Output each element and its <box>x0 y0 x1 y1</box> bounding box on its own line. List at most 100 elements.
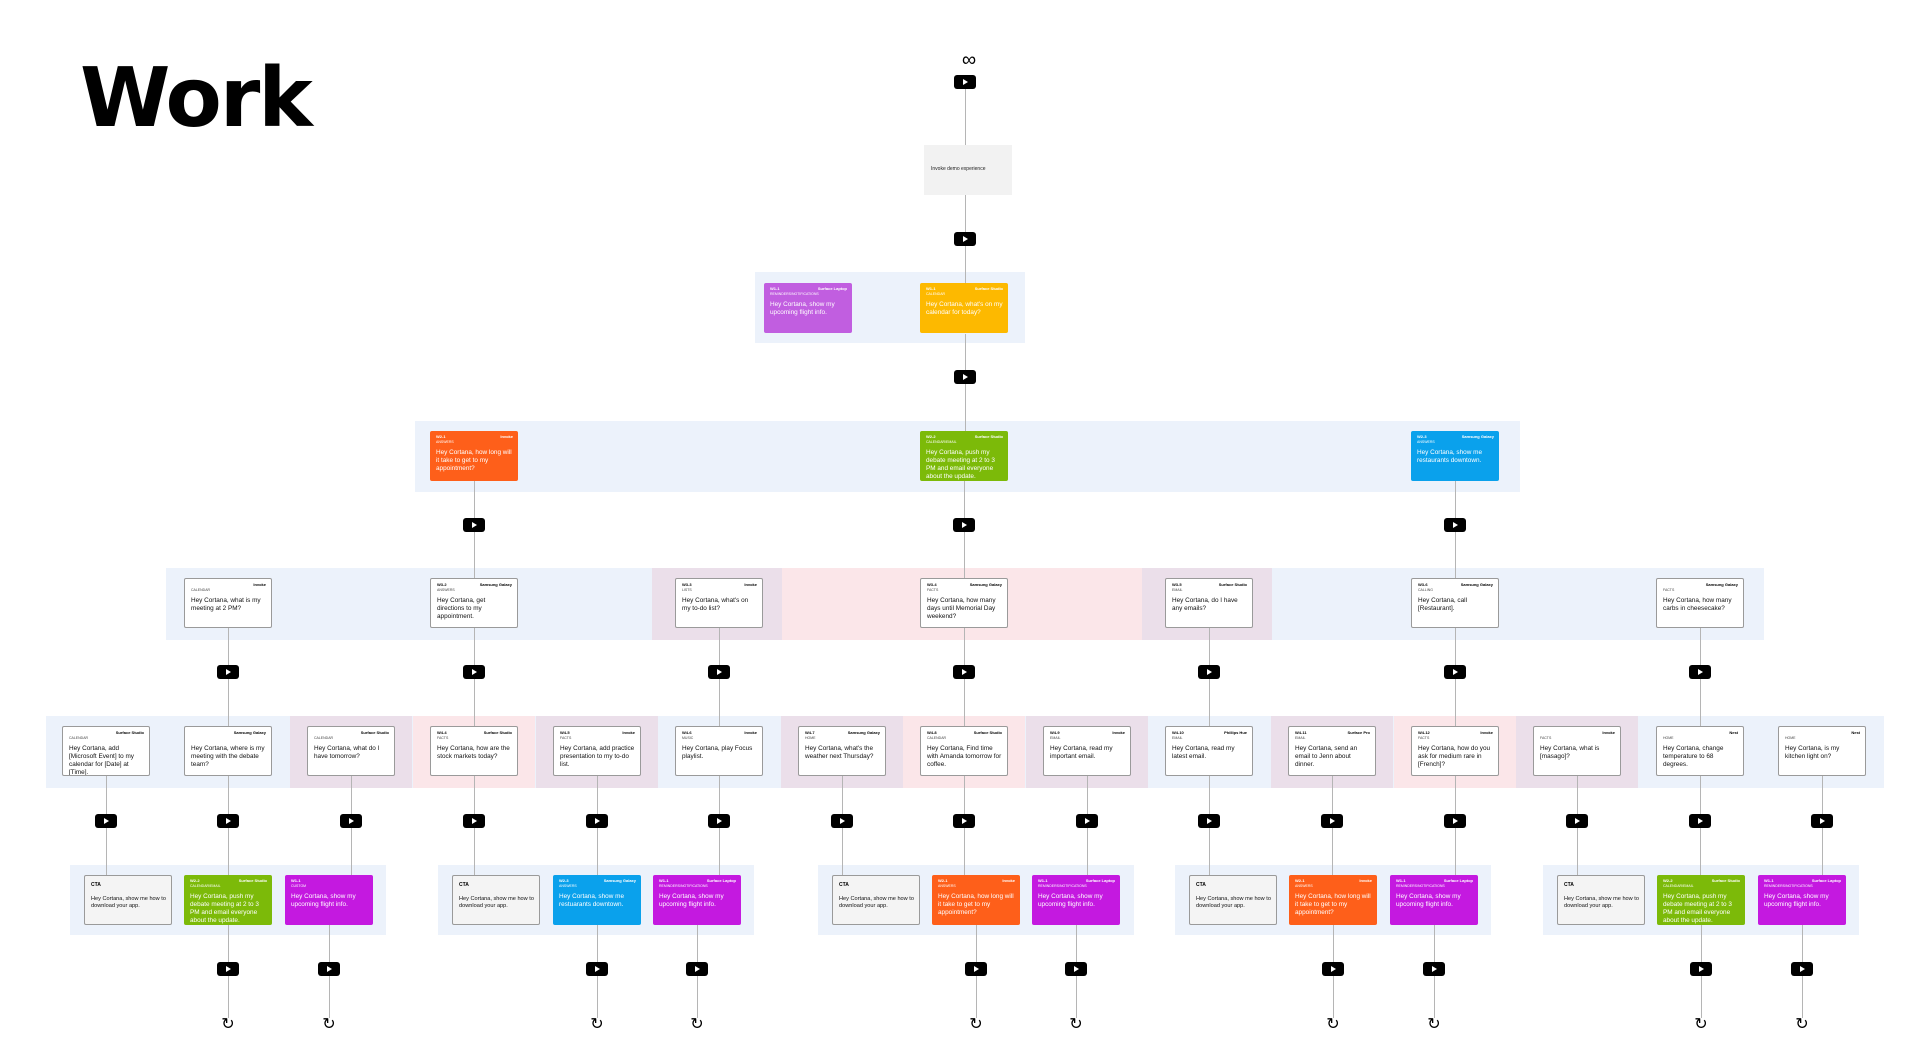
play-icon[interactable] <box>1689 814 1711 828</box>
card-utterance: Hey Cortana, what's the weather next Thu… <box>805 745 874 760</box>
play-icon[interactable] <box>586 962 608 976</box>
card-id: W1-1 <box>1396 878 1406 883</box>
replay-icon: ↻ <box>1069 1016 1083 1033</box>
play-icon[interactable] <box>954 232 976 246</box>
play-icon[interactable] <box>954 370 976 384</box>
card-utterance: Hey Cortana, add practice presentation t… <box>560 745 635 768</box>
card-device: Surface Studio <box>483 730 512 735</box>
intro-card: Invoke demo experience <box>924 145 1012 195</box>
play-icon[interactable] <box>708 665 730 679</box>
play-icon[interactable] <box>1444 518 1466 532</box>
play-icon[interactable] <box>1321 814 1343 828</box>
play-icon[interactable] <box>953 518 975 532</box>
card-utterance: Hey Cortana, what is [masago]? <box>1540 745 1600 760</box>
play-icon[interactable] <box>1198 665 1220 679</box>
card-category: ANSWERS <box>436 440 454 444</box>
play-icon[interactable] <box>340 814 362 828</box>
card-utterance: Hey Cortana, change temperature to 68 de… <box>1663 745 1724 768</box>
card-category: REMINDERS/NOTIFICATIONS <box>770 292 819 296</box>
card-device: Invoke <box>1480 730 1493 735</box>
card-id: W1-1 <box>659 878 669 883</box>
play-icon[interactable] <box>1076 814 1098 828</box>
card-utterance: Hey Cortana, where is my meeting with th… <box>191 745 265 768</box>
card-utterance: Hey Cortana, show me restaurants downtow… <box>1417 449 1482 464</box>
card-device: Surface Laptop <box>1085 878 1115 883</box>
play-icon[interactable] <box>686 962 708 976</box>
card-device: Surface Studio <box>1711 878 1740 883</box>
play-icon[interactable] <box>954 75 976 89</box>
play-icon[interactable] <box>1689 665 1711 679</box>
card-id: W4-7 <box>805 730 815 735</box>
card-utterance: Hey Cortana, read my important email. <box>1050 745 1113 760</box>
play-icon[interactable] <box>1198 814 1220 828</box>
play-icon[interactable] <box>217 665 239 679</box>
card-id: W2-2 <box>1663 878 1673 883</box>
card-utterance: Hey Cortana, push my debate meeting at 2… <box>190 893 259 924</box>
card-device: Invoke <box>1112 730 1125 735</box>
card-utterance: Hey Cortana, what do I have tomorrow? <box>314 745 380 760</box>
card-id: W3-2 <box>437 582 447 587</box>
card-utterance: Hey Cortana, how long will it take to ge… <box>938 893 1014 916</box>
card-id: W1-1 <box>1038 878 1048 883</box>
card-id: W4-5 <box>560 730 570 735</box>
play-icon[interactable] <box>1423 962 1445 976</box>
card-category: CALENDAR <box>69 736 89 740</box>
card-device: Invoke <box>622 730 635 735</box>
play-icon[interactable] <box>708 814 730 828</box>
play-icon[interactable] <box>1690 962 1712 976</box>
play-icon[interactable] <box>1444 665 1466 679</box>
card-id: W4-4 <box>437 730 447 735</box>
replay-icon: ↻ <box>690 1016 704 1033</box>
card-id: W2-1 <box>938 878 948 883</box>
card-category: REMINDERS/NOTIFICATIONS <box>1038 884 1087 888</box>
play-icon[interactable] <box>1791 962 1813 976</box>
card-category: REMINDERS/NOTIFICATIONS <box>659 884 708 888</box>
play-icon[interactable] <box>217 814 239 828</box>
card-utterance: Hey Cortana, send an email to Jenn about… <box>1295 745 1358 768</box>
card-category: CTA <box>839 882 849 888</box>
play-icon[interactable] <box>1566 814 1588 828</box>
page-title: Work <box>80 51 313 146</box>
card-id: W3-6 <box>1418 582 1428 587</box>
card-category: FACTS <box>437 736 449 740</box>
play-icon[interactable] <box>1444 814 1466 828</box>
play-icon[interactable] <box>953 665 975 679</box>
card-category: CTA <box>1196 882 1206 888</box>
play-icon[interactable] <box>95 814 117 828</box>
play-icon[interactable] <box>463 665 485 679</box>
play-icon[interactable] <box>586 814 608 828</box>
card-device: Samsung Galaxy <box>233 730 266 735</box>
card-device: Surface Laptop <box>1811 878 1841 883</box>
play-icon[interactable] <box>1811 814 1833 828</box>
card-device: Surface Laptop <box>817 286 847 291</box>
play-icon[interactable] <box>831 814 853 828</box>
play-icon[interactable] <box>463 518 485 532</box>
play-icon[interactable] <box>1065 962 1087 976</box>
card-utterance: Hey Cortana, is my kitchen light on? <box>1785 745 1840 760</box>
card-category: FACTS <box>1418 736 1430 740</box>
card-utterance: Hey Cortana, push my debate meeting at 2… <box>1663 893 1732 924</box>
play-icon[interactable] <box>953 814 975 828</box>
play-icon[interactable] <box>318 962 340 976</box>
card-utterance: Hey Cortana, get directions to my appoin… <box>437 597 486 620</box>
card-category: CALENDAR/EMAIL <box>190 884 221 888</box>
card-category: FACTS <box>1540 736 1552 740</box>
play-icon[interactable] <box>1322 962 1344 976</box>
play-icon[interactable] <box>463 814 485 828</box>
play-icon[interactable] <box>965 962 987 976</box>
card-device: Surface Studio <box>974 286 1003 291</box>
card-utterance: Hey Cortana, do I have any emails? <box>1172 597 1238 612</box>
card-id: W3-4 <box>927 582 937 587</box>
card-device: Surface Studio <box>360 730 389 735</box>
play-icon[interactable] <box>217 962 239 976</box>
